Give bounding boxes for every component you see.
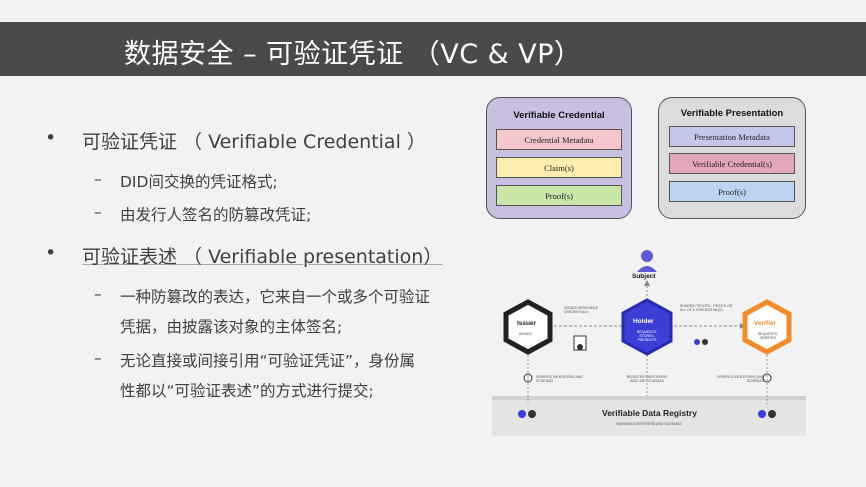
bullet-dot: • bbox=[45, 242, 57, 264]
credential-metadata-box: Credential Metadata bbox=[496, 129, 622, 150]
issuer-sub: ISSUES bbox=[519, 332, 532, 336]
registry-title: Verifiable Data Registry bbox=[602, 408, 697, 418]
sub-bullet: – 无论直接或间接引用“可验证凭证”，身份属 bbox=[94, 349, 416, 371]
subject-icon bbox=[641, 250, 653, 262]
proof-icon bbox=[694, 339, 700, 345]
claims-box: Claim(s) bbox=[496, 157, 622, 178]
sub-dash: – bbox=[94, 170, 102, 188]
registry-subtitle: MAINTAIN IDENTIFIERS AND SCHEMAS bbox=[616, 422, 682, 426]
issuer-hexagon bbox=[503, 299, 553, 355]
verifier-label: Verifier bbox=[754, 320, 777, 327]
sub-text: DID间交换的凭证格式; bbox=[120, 173, 278, 191]
sub-text: 由发行人签名的防篡改凭证; bbox=[120, 206, 312, 224]
holder-label: Holder bbox=[633, 318, 654, 325]
share-edge-label: SHARES PROOFS - PIECES OR ALL OF A CREDE… bbox=[680, 304, 733, 312]
vc-card: Verifiable Credential Credential Metadat… bbox=[486, 97, 632, 219]
subject-label: Subject bbox=[632, 273, 656, 280]
vp-card: Verifiable Presentation Presentation Met… bbox=[658, 97, 806, 219]
sub-bullet: – DID间交换的凭证格式; bbox=[94, 170, 278, 192]
vp-card-title: Verifiable Presentation bbox=[680, 108, 784, 119]
sub-dash: – bbox=[94, 349, 102, 367]
presentation-metadata-box: Presentation Metadata bbox=[669, 126, 795, 147]
sub-dash: – bbox=[94, 285, 102, 303]
badge-icon bbox=[518, 410, 526, 418]
slide-title: 数据安全 – 可验证凭证 （VC & VP） bbox=[124, 39, 582, 70]
sub-bullet: – 由发行人签名的防篡改凭证; bbox=[94, 203, 312, 225]
verifier-note: VERIFIES IDENTIFIERS AND SCHEMAS bbox=[717, 375, 764, 383]
bullet-text: 可验证表述 （ Verifiable presentation） bbox=[82, 246, 443, 268]
diagram-graphics bbox=[492, 250, 806, 436]
sub-text-cont: 凭据，由披露该对象的主体签名; bbox=[120, 318, 343, 336]
check-icon bbox=[762, 373, 772, 383]
sub-text-cont: 性都以“可验证表述”的方式进行提交; bbox=[120, 382, 374, 400]
bullet-vc: • 可验证凭证 （ Verifiable Credential ） bbox=[45, 127, 426, 154]
vc-card-title: Verifiable Credential bbox=[513, 110, 605, 121]
sub-text: 无论直接或间接引用“可验证凭证”，身份属 bbox=[120, 352, 416, 370]
bullet-vp: • 可验证表述 （ Verifiable presentation） bbox=[45, 242, 443, 269]
holder-hexagon bbox=[621, 298, 673, 356]
badge-icon bbox=[758, 410, 766, 418]
verifier-hexagon bbox=[742, 299, 792, 355]
sub-text: 一种防篡改的表达，它来自一个或多个可验证 bbox=[120, 288, 431, 306]
check-icon bbox=[523, 373, 533, 383]
bullet-dot: • bbox=[45, 127, 57, 149]
registry-band bbox=[492, 396, 806, 436]
verifier-sub: REQUESTS, VERIFIES bbox=[757, 332, 779, 340]
proofs-box: Proof(s) bbox=[496, 185, 622, 206]
title-bar: 数据安全 – 可验证凭证 （VC & VP） bbox=[0, 22, 866, 76]
holder-sub: REQUESTS, STORES, PRESENTS bbox=[636, 330, 658, 342]
bullet-text: 可验证凭证 （ Verifiable Credential ） bbox=[82, 131, 426, 153]
issuer-label: Issuer bbox=[517, 320, 537, 327]
issue-edge-label: ISSUES VERIFIABLE CREDENTIALS bbox=[564, 306, 599, 314]
trust-triangle-diagram: Subject Issuer ISSUES Holder REQUESTS, S… bbox=[492, 246, 806, 436]
holder-note: REGISTER IDENTIFIERS AND USE SCHEMAS bbox=[626, 375, 668, 383]
sub-dash: – bbox=[94, 203, 102, 221]
issuer-note: VERIFIES IDENTIFIERS AND SCHEMAS bbox=[536, 375, 583, 383]
verifiable-credentials-box: Verifiable Credential(s) bbox=[669, 153, 795, 174]
sub-bullet: – 一种防篡改的表达，它来自一个或多个可验证 bbox=[94, 285, 431, 307]
vp-proofs-box: Proof(s) bbox=[669, 181, 795, 202]
